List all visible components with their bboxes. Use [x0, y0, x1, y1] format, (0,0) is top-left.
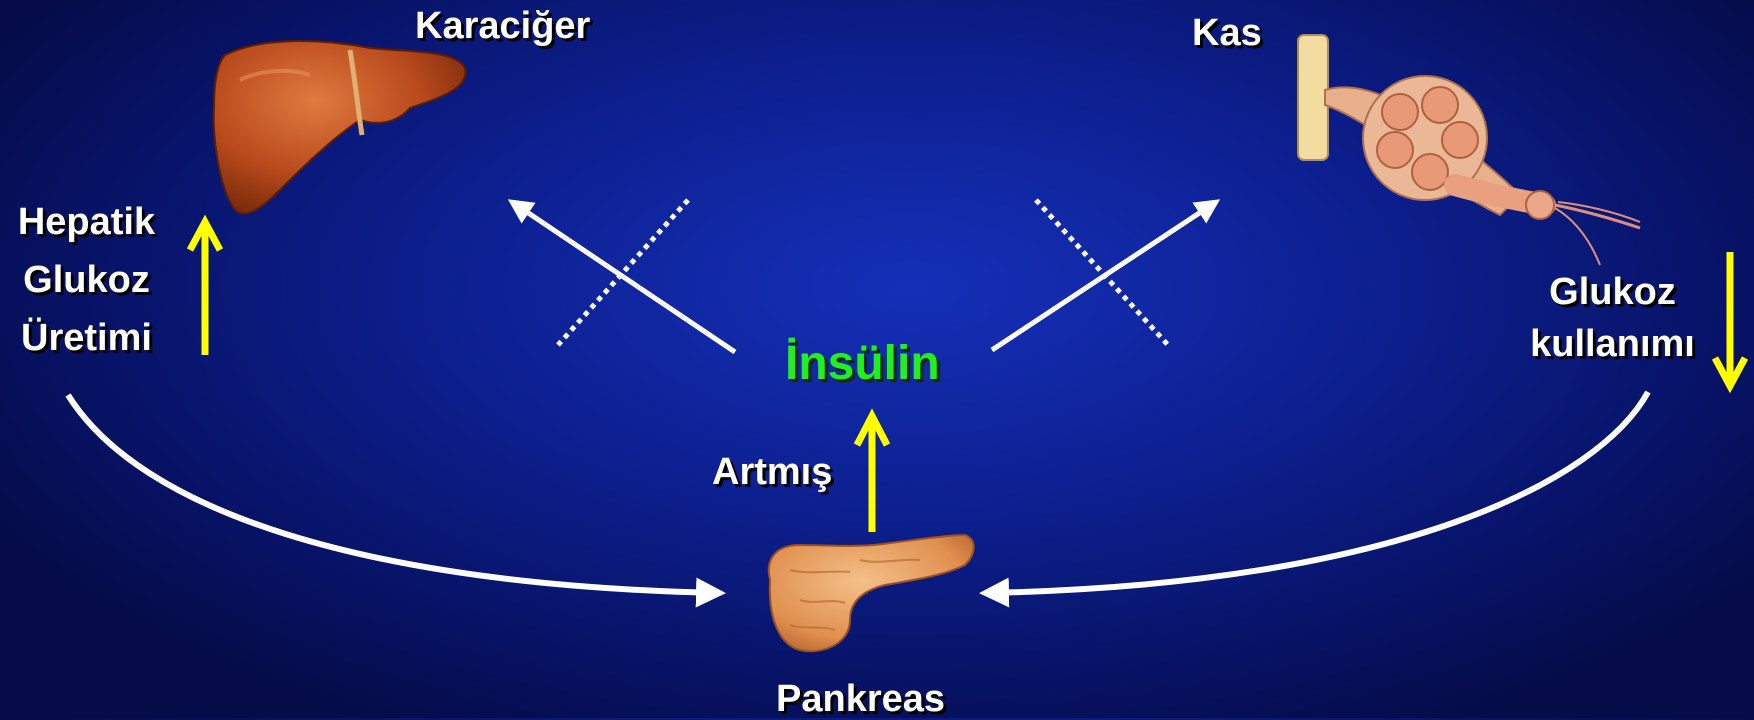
muscle-label: Kas: [1192, 14, 1262, 52]
glucose-line-2: kullanımı: [1515, 325, 1710, 363]
insulin-to-liver-arrow: [512, 202, 735, 352]
muscle-to-pancreas-arrow: [985, 392, 1648, 593]
muscle-block-line: [1036, 200, 1168, 345]
pancreas-label: Pankreas: [776, 680, 945, 718]
liver-illustration: [214, 41, 466, 214]
hepatic-line-3: Üretimi: [4, 319, 169, 357]
muscle-illustration: [1298, 35, 1640, 265]
glucose-decrease-arrow: [1715, 252, 1745, 386]
increased-label: Artmış: [712, 453, 832, 491]
insulin-increase-arrow: [857, 416, 887, 532]
liver-to-pancreas-arrow: [68, 395, 720, 593]
glucose-utilization-label: Glukoz kullanımı: [1515, 273, 1710, 363]
insulin-label: İnsülin: [785, 340, 940, 388]
liver-label: Karaciğer: [415, 7, 590, 45]
glucose-line-1: Glukoz: [1515, 273, 1710, 311]
pancreas-illustration: [769, 535, 974, 651]
hepatic-increase-arrow: [190, 222, 220, 355]
hepatic-glucose-production-label: Hepatik Glukoz Üretimi: [4, 203, 169, 357]
hepatic-line-1: Hepatik: [4, 203, 169, 241]
liver-block-line: [558, 200, 688, 345]
hepatic-line-2: Glukoz: [4, 261, 169, 299]
